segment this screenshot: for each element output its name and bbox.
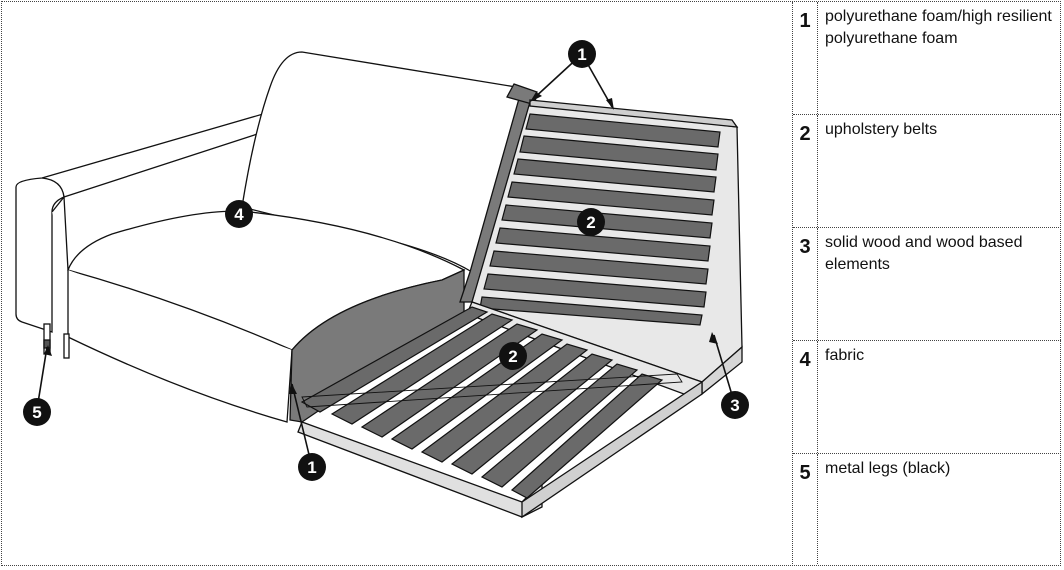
legend-text: solid wood and wood based elements [825,234,1023,273]
legend-row: 1 polyurethane foam/high resilient polyu… [793,2,1061,115]
sofa-cutaway-illustration: 1 2 4 2 3 1 5 [2,2,790,564]
svg-text:1: 1 [307,458,316,477]
back-belts [479,113,721,326]
arrowhead [44,345,52,356]
materials-legend: 1 polyurethane foam/high resilient polyu… [792,2,1061,564]
arrowhead [289,382,297,394]
callout-badge-foam-back: 1 [568,40,596,68]
legend-row: 3 solid wood and wood based elements [793,228,1061,341]
seat-belts [300,306,683,499]
legend-number: 4 [793,341,818,453]
arrowhead [606,98,614,110]
legend-number: 5 [793,454,818,564]
legend-row: 2 upholstery belts [793,115,1061,228]
legend-text: polyurethane foam/high resilient polyure… [825,8,1052,47]
legend-text: fabric [825,347,865,364]
legend-text: metal legs (black) [825,460,951,477]
callout-badge-wood: 3 [721,391,749,419]
svg-text:4: 4 [234,205,244,224]
back-foam-cut [459,83,538,303]
callout-badge-belts-seat: 2 [499,342,527,370]
callout-badge-foam-seat: 1 [298,453,326,481]
legend-text: upholstery belts [825,121,938,138]
legend-number: 1 [793,2,818,114]
svg-text:2: 2 [508,347,517,366]
svg-text:2: 2 [586,213,595,232]
legend-row: 5 metal legs (black) [793,454,1061,564]
callout-badge-legs: 5 [23,398,51,426]
callout-badge-belts-back: 2 [577,208,605,236]
legend-number: 3 [793,228,818,340]
legend-number: 2 [793,115,818,227]
arrowhead [709,332,718,344]
svg-text:1: 1 [577,45,586,64]
svg-text:3: 3 [730,396,739,415]
legend-row: 4 fabric [793,341,1061,454]
arrowhead [530,92,542,102]
sofa-seat [51,195,466,423]
callout-badge-fabric: 4 [225,200,253,228]
svg-text:5: 5 [32,403,41,422]
